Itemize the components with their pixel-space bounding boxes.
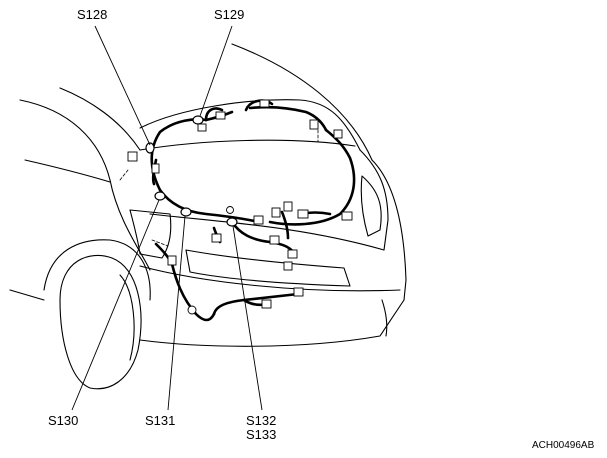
connector-license-1 <box>283 261 293 271</box>
connector-hatch-1 <box>253 215 264 225</box>
connector-top-1 <box>197 123 207 132</box>
connector-left-lower <box>167 255 177 266</box>
label-s130: S130 <box>48 413 79 428</box>
vehicle-body-outline <box>9 43 407 390</box>
connector-license-2 <box>287 249 298 259</box>
connector-hatch-2 <box>271 207 281 218</box>
splice-points <box>145 115 238 227</box>
figure-code: ACH00496AB <box>532 440 595 451</box>
leader-lines <box>71 25 263 411</box>
connector-top-2 <box>215 111 226 120</box>
connector-left-lamp <box>151 163 160 174</box>
connector-left-pillar <box>127 151 138 162</box>
label-s129: S129 <box>214 7 245 22</box>
label-s132: S132 <box>246 413 277 428</box>
leader-s129 <box>199 25 233 117</box>
connectors <box>127 99 353 315</box>
connector-hatch-4 <box>297 209 309 219</box>
leader-s131 <box>167 215 186 411</box>
leader-s132-s133 <box>232 225 263 411</box>
connector-hatch-3 <box>283 201 293 212</box>
connector-wiper <box>309 119 319 130</box>
leader-s130 <box>71 199 160 411</box>
connector-hatch-6 <box>269 235 280 245</box>
connector-bumper-2 <box>293 287 304 297</box>
connector-bumper-1 <box>261 299 272 309</box>
splice-s131 <box>180 207 192 217</box>
connector-ground <box>226 206 234 214</box>
splice-s130 <box>154 191 166 201</box>
splice-s128 <box>145 142 155 154</box>
connector-bumper-sensor <box>187 305 197 315</box>
connector-hatch-5 <box>211 233 222 243</box>
label-s131: S131 <box>145 413 176 428</box>
connector-right-upper <box>333 129 343 139</box>
splice-s129 <box>192 115 204 125</box>
label-s128: S128 <box>77 7 108 22</box>
connector-right-lamp <box>341 211 353 221</box>
label-s133: S133 <box>246 427 277 442</box>
splice-s132-s133 <box>226 217 238 227</box>
leader-s128 <box>94 25 151 146</box>
connector-top-3 <box>259 99 270 108</box>
